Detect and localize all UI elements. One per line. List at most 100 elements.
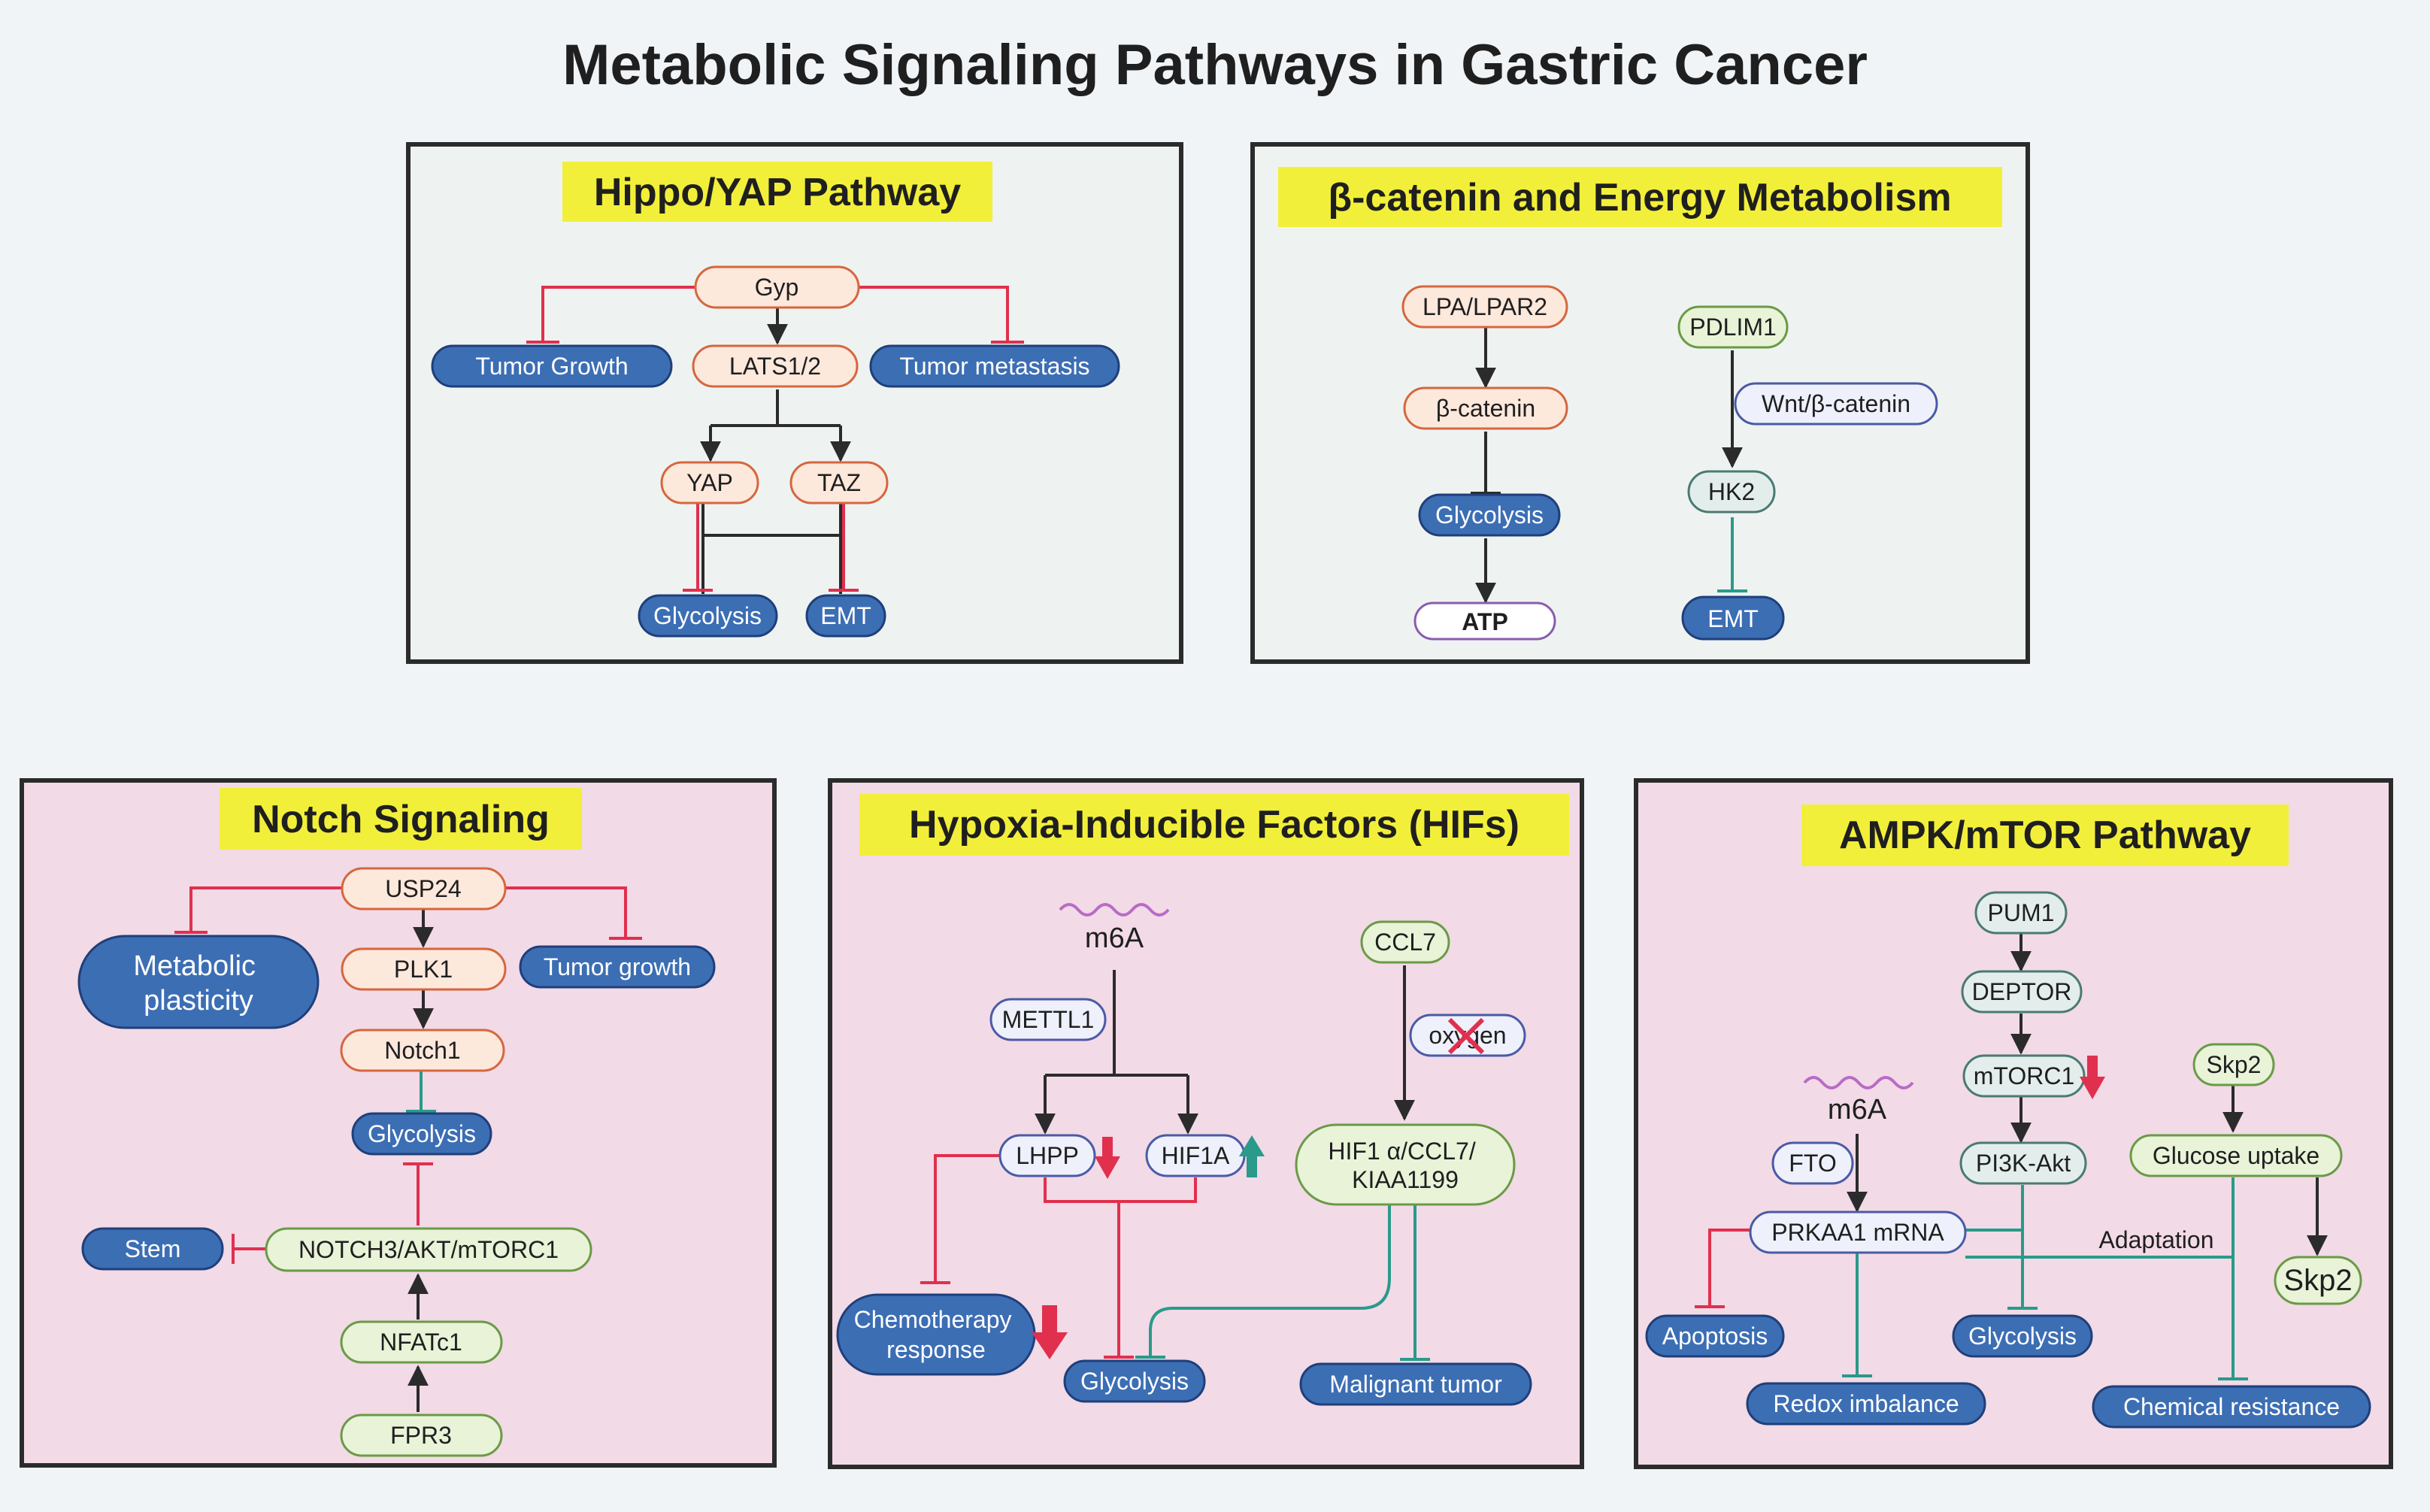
hif1a-up-arrow-icon <box>1239 1135 1265 1177</box>
beta-connectors <box>1471 328 1747 604</box>
hifs-title: Hypoxia-Inducible Factors (HIFs) <box>909 803 1520 847</box>
node-prkaa1 <box>1749 1211 1967 1254</box>
node-mettl1 <box>989 998 1107 1041</box>
node-pdlim1-label: PDLIM1 <box>1689 314 1777 341</box>
panel-beta-catenin: β-catenin and Energy Metabolism LPA/LPAR… <box>1250 142 2030 664</box>
node-usp24-label: USP24 <box>385 875 461 902</box>
node-glycolysis-label: Glycolysis <box>1968 1323 2077 1350</box>
node-tumor-growth <box>431 344 673 388</box>
node-glycolysis <box>1952 1314 2093 1358</box>
node-atp-label: ATP <box>1462 608 1508 635</box>
node-glycolysis <box>351 1112 492 1156</box>
node-glycolysis-label: Glycolysis <box>1435 501 1544 529</box>
node-hif-complex <box>1295 1123 1516 1206</box>
node-pi3k-label: PI3K-Akt <box>1976 1150 2071 1177</box>
node-tumor-metastasis <box>869 344 1120 388</box>
node-skp2-top <box>2192 1043 2275 1086</box>
node-fpr3 <box>340 1414 503 1457</box>
node-skp2-bottom <box>2274 1256 2362 1305</box>
node-apoptosis <box>1645 1314 1785 1358</box>
panel-notch: Notch Signaling USP24 PLK1 Notch1 Glycol… <box>20 778 777 1468</box>
node-malignant-label: Malignant tumor <box>1329 1371 1502 1398</box>
node-emt-label: EMT <box>820 602 871 629</box>
hifs-header <box>859 794 1569 856</box>
node-glucose-label: Glucose uptake <box>2153 1142 2319 1169</box>
notch-header <box>220 788 582 850</box>
adaptation-label: Adaptation <box>2098 1226 2213 1253</box>
hif-complex-line1: HIF1 α/CCL7/ <box>1328 1138 1475 1165</box>
metabolic-plasticity-line1: Metabolic <box>133 950 256 982</box>
node-deptor-label: DEPTOR <box>1972 978 2072 1005</box>
node-glycolysis <box>1063 1359 1206 1403</box>
m6a-wave-icon <box>1803 1076 1914 1089</box>
node-bcat <box>1403 386 1568 430</box>
node-redox-label: Redox imbalance <box>1773 1390 1959 1417</box>
node-skp2-top-label: Skp2 <box>2207 1051 2262 1078</box>
node-chemo-label: Chemotherapy response <box>854 1306 1019 1363</box>
node-stem-label: Stem <box>125 1235 181 1262</box>
node-tumor-growth-label: Tumor growth <box>544 953 691 980</box>
hippo-connectors <box>526 286 1024 594</box>
node-pi3k <box>1959 1141 2087 1185</box>
node-emt <box>805 594 886 638</box>
chemo-line1: Chemotherapy <box>854 1306 1012 1333</box>
node-redox <box>1746 1382 1986 1426</box>
node-pdlim1 <box>1677 305 1789 349</box>
hif-complex-line2: KIAA1199 <box>1352 1166 1459 1193</box>
node-hk2 <box>1687 470 1776 514</box>
node-fto-label: FTO <box>1789 1150 1836 1177</box>
node-notch1 <box>340 1029 505 1072</box>
m6a-label: m6A <box>1828 1094 1887 1126</box>
node-notch3 <box>265 1227 592 1272</box>
notch-title: Notch Signaling <box>252 798 550 841</box>
metabolic-plasticity-line2: plasticity <box>144 985 253 1017</box>
node-wnt <box>1734 382 1938 426</box>
notch-connectors <box>174 886 642 1412</box>
node-lhpp <box>998 1134 1096 1177</box>
node-tumor-metastasis-label: Tumor metastasis <box>899 353 1089 380</box>
node-yap-label: YAP <box>686 469 733 496</box>
node-lpa-label: LPA/LPAR2 <box>1423 293 1547 320</box>
m6a-wave-icon <box>1059 903 1170 917</box>
node-usp24 <box>341 867 507 911</box>
node-fpr3-label: FPR3 <box>390 1422 452 1449</box>
node-tumor-growth <box>519 945 716 989</box>
ampk-header <box>1801 804 2289 866</box>
node-mettl1-label: METTL1 <box>1002 1006 1095 1033</box>
panel-hippo: Hippo/YAP Pathway Gyp LATS1/2 Tumor Grow… <box>406 142 1183 664</box>
panel-ampk: AMPK/mTOR Pathway m6A PUM1 DEPTOR mTORC1 <box>1634 778 2393 1469</box>
node-ccl7 <box>1360 920 1450 964</box>
node-glycolysis-label: Glycolysis <box>653 602 762 629</box>
node-apoptosis-label: Apoptosis <box>1662 1323 1768 1350</box>
node-mtorc1-label: mTORC1 <box>1974 1062 2075 1089</box>
node-fto <box>1771 1141 1854 1185</box>
node-pum1-label: PUM1 <box>1988 899 2055 926</box>
node-notch1-label: Notch1 <box>384 1037 460 1064</box>
oxygen-cross-icon <box>1447 1017 1485 1055</box>
node-notch3-label: NOTCH3/AKT/mTORC1 <box>298 1236 559 1263</box>
node-lats-label: LATS1/2 <box>729 353 821 380</box>
node-lhpp-label: LHPP <box>1016 1142 1079 1169</box>
node-deptor <box>1961 970 2083 1014</box>
hifs-connectors <box>920 965 1430 1361</box>
node-chemical <box>2092 1385 2371 1429</box>
node-nfatc1-label: NFATc1 <box>380 1329 462 1356</box>
beta-header <box>1278 167 2002 227</box>
node-stem <box>81 1227 224 1271</box>
lhpp-down-arrow-icon <box>1095 1137 1120 1179</box>
node-wnt-label: Wnt/β-catenin <box>1762 390 1910 417</box>
node-bcat-label: β-catenin <box>1436 395 1535 422</box>
node-lpa <box>1401 285 1568 329</box>
node-glycolysis-label: Glycolysis <box>368 1120 476 1147</box>
node-gyp <box>694 265 860 309</box>
m6a-label: m6A <box>1085 923 1144 954</box>
node-mtorc1 <box>1962 1054 2086 1098</box>
node-malignant <box>1299 1362 1532 1406</box>
node-plk1 <box>341 947 507 991</box>
node-taz-label: TAZ <box>817 469 861 496</box>
node-nfatc1 <box>340 1320 503 1364</box>
beta-title: β-catenin and Energy Metabolism <box>1328 176 1951 220</box>
node-atp <box>1413 601 1556 641</box>
node-glycolysis <box>1418 493 1561 537</box>
